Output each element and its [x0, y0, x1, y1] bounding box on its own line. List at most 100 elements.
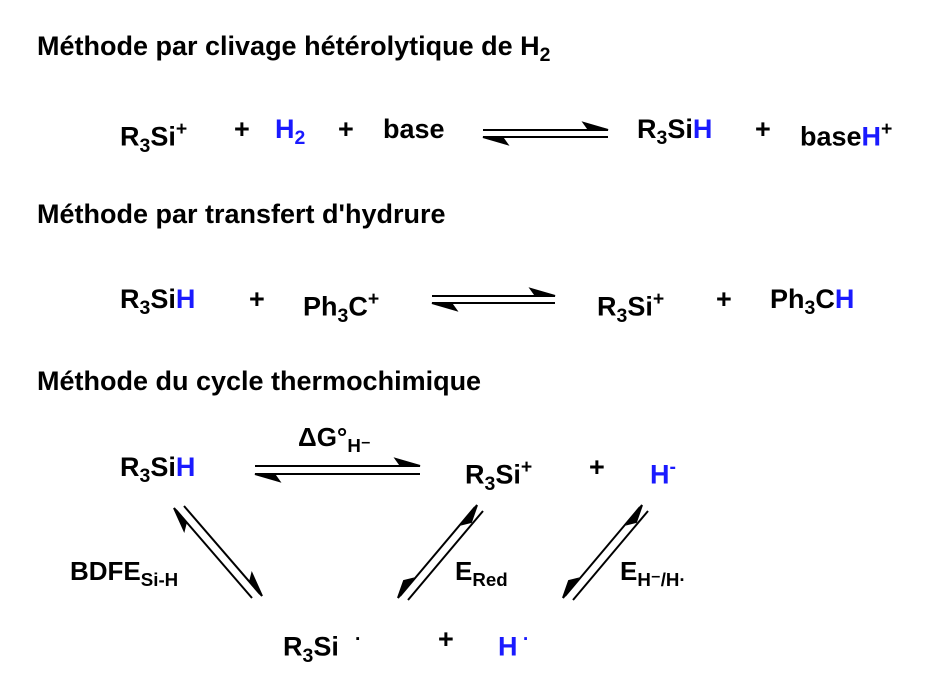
formula-text: + — [438, 624, 454, 654]
formula-text: H — [275, 114, 295, 144]
subscript-text: 3 — [337, 304, 349, 327]
bdfe-label: BDFESi-H — [70, 556, 178, 595]
formula-text: Si — [150, 284, 176, 314]
formula-text: + — [589, 452, 605, 482]
formula-text: H — [175, 452, 196, 482]
formula-text: H — [498, 631, 518, 662]
equilibrium-arrow-ered — [397, 504, 484, 601]
formula-text: + — [755, 114, 771, 144]
reactant-dihydrogen: H2 — [275, 114, 305, 153]
plus-sign: + — [249, 284, 265, 314]
formula-text: H — [692, 114, 713, 144]
cycle-silane: R3SiH — [120, 452, 195, 491]
equilibrium-arrow-1 — [482, 121, 609, 146]
formula-text: ΔG° — [298, 422, 348, 452]
formula-text: Méthode du cycle thermochimique — [37, 366, 482, 396]
formula-text: C — [815, 284, 835, 314]
reactant-trityl-cation: Ph3C+ — [303, 284, 379, 331]
formula-text: R — [465, 459, 485, 490]
formula-text: R — [120, 121, 140, 152]
section-title-heterolytic-cleavage: Méthode par clivage hétérolytique de H2 — [37, 31, 550, 70]
formula-text: Ph — [303, 291, 338, 322]
formula-text: Si — [495, 459, 521, 490]
cycle-hydrogen-radical: H · — [498, 624, 529, 662]
plus-sign: + — [438, 624, 454, 654]
product-triphenylmethane: Ph3CH — [770, 284, 854, 323]
subscript-text: 3 — [139, 465, 151, 488]
formula-text: Si — [150, 121, 176, 152]
reactant-silylium: R3Si+ — [120, 114, 187, 161]
superscript-text: + — [175, 118, 188, 140]
subscript-text: Si-H — [140, 568, 179, 590]
subscript-text: 3 — [484, 472, 496, 495]
product-silylium: R3Si+ — [597, 284, 664, 331]
formula-text: Si — [313, 631, 339, 662]
formula-text: BDFE — [70, 556, 141, 586]
formula-text: H — [175, 284, 196, 314]
superscript-text: - — [669, 456, 676, 478]
formula-text: R — [597, 291, 617, 322]
plus-sign: + — [234, 114, 250, 144]
formula-text: E — [620, 556, 638, 586]
subscript-text: 3 — [616, 304, 628, 327]
equilibrium-arrow-2 — [431, 287, 556, 312]
subscript-text: 3 — [656, 127, 668, 150]
formula-text: base — [800, 121, 862, 152]
subscript-text: 3 — [302, 644, 314, 667]
subscript-text: 2 — [294, 127, 306, 150]
formula-text: Ph — [770, 284, 805, 314]
formula-text: Si — [627, 291, 653, 322]
superscript-text: · — [338, 628, 362, 650]
product-protonated-base: baseH+ — [800, 114, 892, 152]
cycle-silyl-radical: R3Si · — [283, 624, 362, 671]
superscript-text: + — [881, 118, 893, 140]
formula-text: + — [234, 114, 250, 144]
formula-text: C — [348, 291, 368, 322]
plus-sign: + — [338, 114, 354, 144]
formula-text: Si — [667, 114, 693, 144]
formula-text: E — [455, 556, 473, 586]
equilibrium-arrow-eh — [562, 504, 649, 601]
hydride-potential-label: EH⁻/H· — [620, 556, 686, 595]
cycle-silylium: R3Si+ — [465, 452, 532, 499]
subscript-text: 3 — [139, 297, 151, 320]
formula-text: + — [249, 284, 265, 314]
formula-text: H — [861, 121, 882, 152]
formula-text: R — [120, 284, 140, 314]
subscript-text: 3 — [804, 297, 816, 320]
formula-text: Méthode par clivage hétérolytique de H — [37, 31, 540, 61]
reactant-base: base — [383, 114, 445, 144]
reactant-silane: R3SiH — [120, 284, 195, 323]
product-silane: R3SiH — [637, 114, 712, 153]
delta-g-label: ΔG°H⁻ — [298, 422, 371, 461]
formula-text: Si — [150, 452, 176, 482]
equilibrium-arrow-dg — [254, 457, 421, 483]
formula-text: + — [716, 284, 732, 314]
subscript-text: H⁻ — [347, 434, 371, 456]
subscript-text: 2 — [539, 44, 551, 67]
superscript-text: + — [367, 288, 380, 310]
cycle-hydride: H- — [650, 452, 676, 490]
reduction-potential-label: ERed — [455, 556, 508, 595]
formula-text: Méthode par transfert d'hydrure — [37, 199, 446, 229]
subscript-text: H⁻/H· — [637, 568, 686, 590]
formula-text: R — [120, 452, 140, 482]
plus-sign: + — [755, 114, 771, 144]
equilibrium-arrow-bdfe — [173, 505, 263, 599]
superscript-text: · — [517, 628, 530, 650]
section-title-hydride-transfer: Méthode par transfert d'hydrure — [37, 199, 445, 229]
plus-sign: + — [716, 284, 732, 314]
formula-text: H — [650, 459, 670, 490]
formula-text: base — [383, 114, 445, 144]
formula-text: R — [637, 114, 657, 144]
section-title-thermochemical-cycle: Méthode du cycle thermochimique — [37, 366, 481, 396]
formula-text: + — [338, 114, 354, 144]
superscript-text: + — [652, 288, 665, 310]
formula-text: H — [834, 284, 855, 314]
subscript-text: Red — [472, 568, 508, 590]
formula-text: R — [283, 631, 303, 662]
superscript-text: + — [520, 456, 533, 478]
plus-sign: + — [589, 452, 605, 482]
